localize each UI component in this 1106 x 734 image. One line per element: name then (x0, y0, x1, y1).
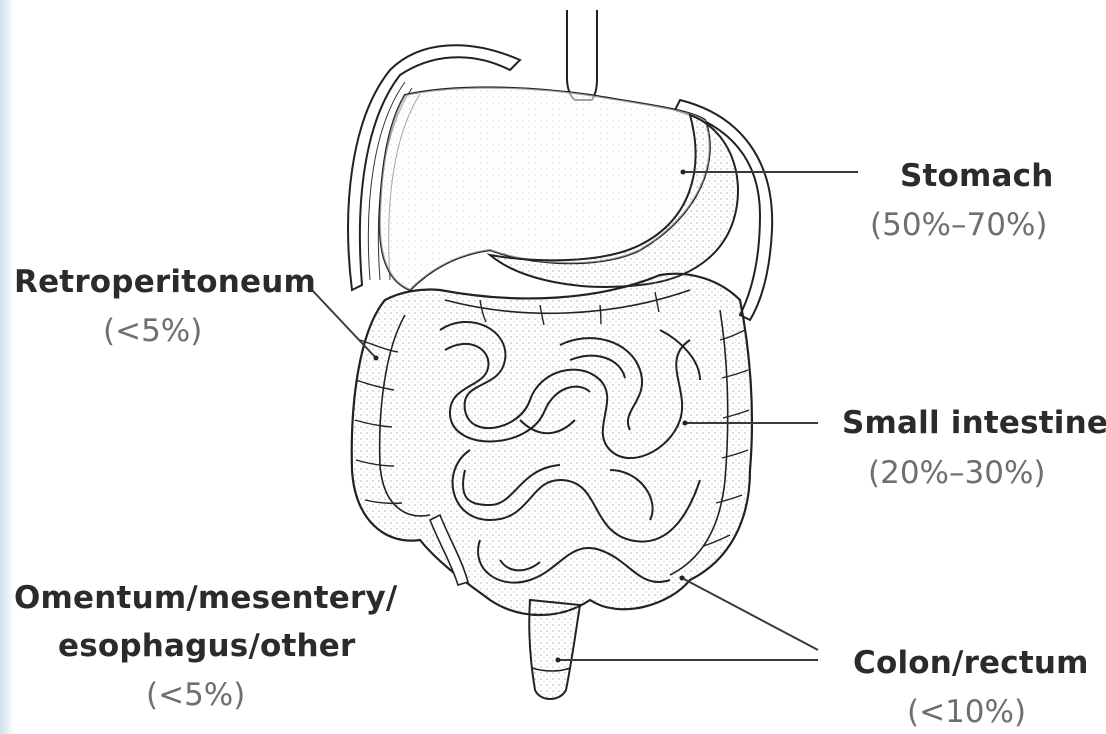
colon-rectum-percent: (<10%) (907, 694, 1026, 730)
small-intestine-percent: (20%–30%) (868, 455, 1046, 491)
esophagus-shape (567, 10, 597, 100)
small-intestine-label: Small intestine (842, 405, 1106, 441)
stomach-percent: (50%–70%) (870, 207, 1048, 243)
retroperitoneum-percent: (<5%) (103, 313, 202, 349)
omentum-label-line1: Omentum/mesentery/ (14, 580, 397, 616)
stomach-label: Stomach (900, 158, 1054, 194)
rectum-shape (529, 600, 580, 699)
colon-rectum-label: Colon/rectum (853, 645, 1089, 681)
retroperitoneum-leader (312, 290, 376, 358)
retroperitoneum-label: Retroperitoneum (14, 264, 316, 300)
omentum-label-line2: esophagus/other (58, 628, 356, 664)
colon-leader-1 (682, 578, 818, 650)
colon-shape (352, 274, 752, 615)
omentum-percent: (<5%) (146, 677, 245, 713)
